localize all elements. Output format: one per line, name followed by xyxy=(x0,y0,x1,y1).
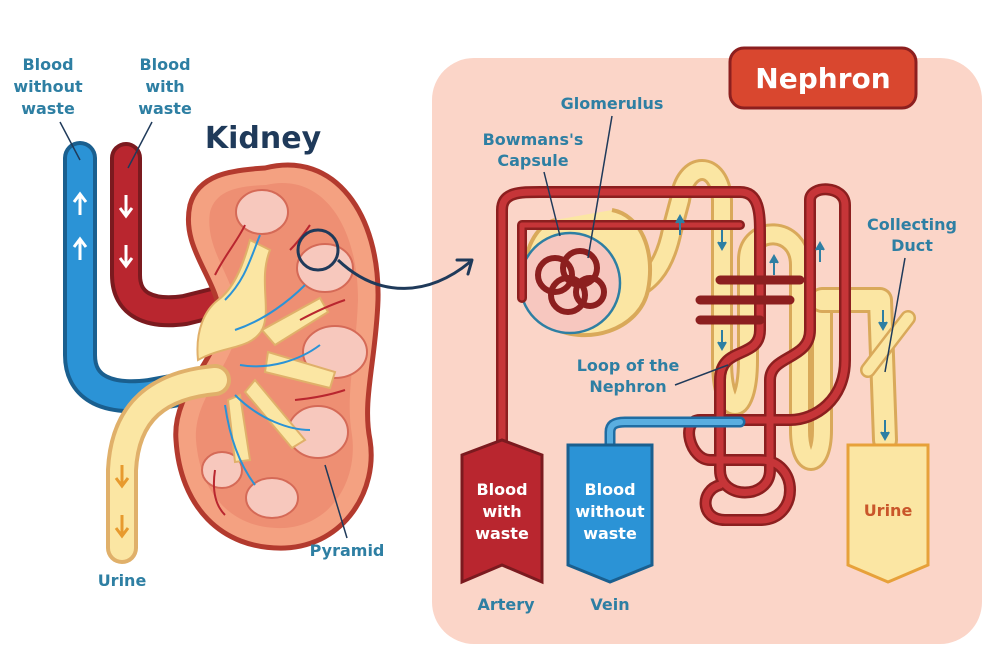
nephron-title-badge: Nephron xyxy=(728,46,918,110)
urine-flow-arrows xyxy=(114,465,130,539)
loop-pointer xyxy=(674,364,729,386)
kidney-title: Kidney xyxy=(205,121,322,156)
blood-with-waste-pointer xyxy=(127,121,153,169)
bowmans-capsule-label-2: Capsule xyxy=(497,151,568,170)
collecting-duct-label-1: Collecting xyxy=(867,215,957,234)
nephron-arteries xyxy=(496,183,851,526)
bowmans-capsule-label-1: Bowmans's xyxy=(483,130,584,149)
ureter xyxy=(106,364,231,564)
urine-box-label: Urine xyxy=(864,501,913,520)
vein-label: Vein xyxy=(590,595,629,614)
artery-box-line-1: Blood xyxy=(476,480,527,499)
vein-box-line-1: Blood xyxy=(584,480,635,499)
vein-blood-box: Blood without waste xyxy=(566,443,654,584)
nephron-title: Nephron xyxy=(755,62,890,95)
vein-box-line-2: without xyxy=(575,502,645,521)
urine-label: Urine xyxy=(98,571,147,590)
renal-tubule xyxy=(601,159,916,471)
glomerulus-label: Glomerulus xyxy=(561,94,664,113)
artery-label: Artery xyxy=(477,595,535,614)
blood-with-waste-label-1: Blood xyxy=(139,55,190,74)
blood-with-waste-label-3: waste xyxy=(138,99,192,118)
artery-blood-box: Blood with waste xyxy=(460,438,544,585)
blood-without-waste-label-1: Blood xyxy=(22,55,73,74)
blood-without-waste-label-3: waste xyxy=(21,99,75,118)
blood-without-waste-label-2: without xyxy=(13,77,83,96)
kidney xyxy=(173,162,381,551)
urine-box: Urine xyxy=(846,443,930,584)
zoom-indicator xyxy=(296,228,474,290)
artery-box-line-2: with xyxy=(482,502,521,521)
pyramid-pointer xyxy=(324,464,348,539)
nephron-flow-arrows xyxy=(675,213,890,442)
collecting-duct-label-2: Duct xyxy=(891,236,933,255)
renal-artery xyxy=(110,142,241,328)
nephron-vein xyxy=(604,416,746,451)
bowmans-capsule-pointer xyxy=(543,171,561,237)
artery-box-line-3: waste xyxy=(475,524,529,543)
glomerulus-pointer xyxy=(587,115,613,259)
kidney-veinlets xyxy=(224,234,321,486)
kidney-pyramids xyxy=(201,189,368,519)
loop-label-1: Loop of the xyxy=(577,356,680,375)
loop-label-2: Nephron xyxy=(589,377,666,396)
blood-without-waste-pointer xyxy=(59,121,81,161)
pyramid-label: Pyramid xyxy=(310,541,385,560)
renal-vein xyxy=(63,141,222,414)
collecting-duct-pointer xyxy=(884,257,906,373)
glomerulus xyxy=(535,248,607,315)
blood-with-waste-label-2: with xyxy=(145,77,184,96)
kidney-flow-arrows xyxy=(72,191,134,269)
renal-pelvis xyxy=(196,238,337,464)
vein-box-line-3: waste xyxy=(583,524,637,543)
